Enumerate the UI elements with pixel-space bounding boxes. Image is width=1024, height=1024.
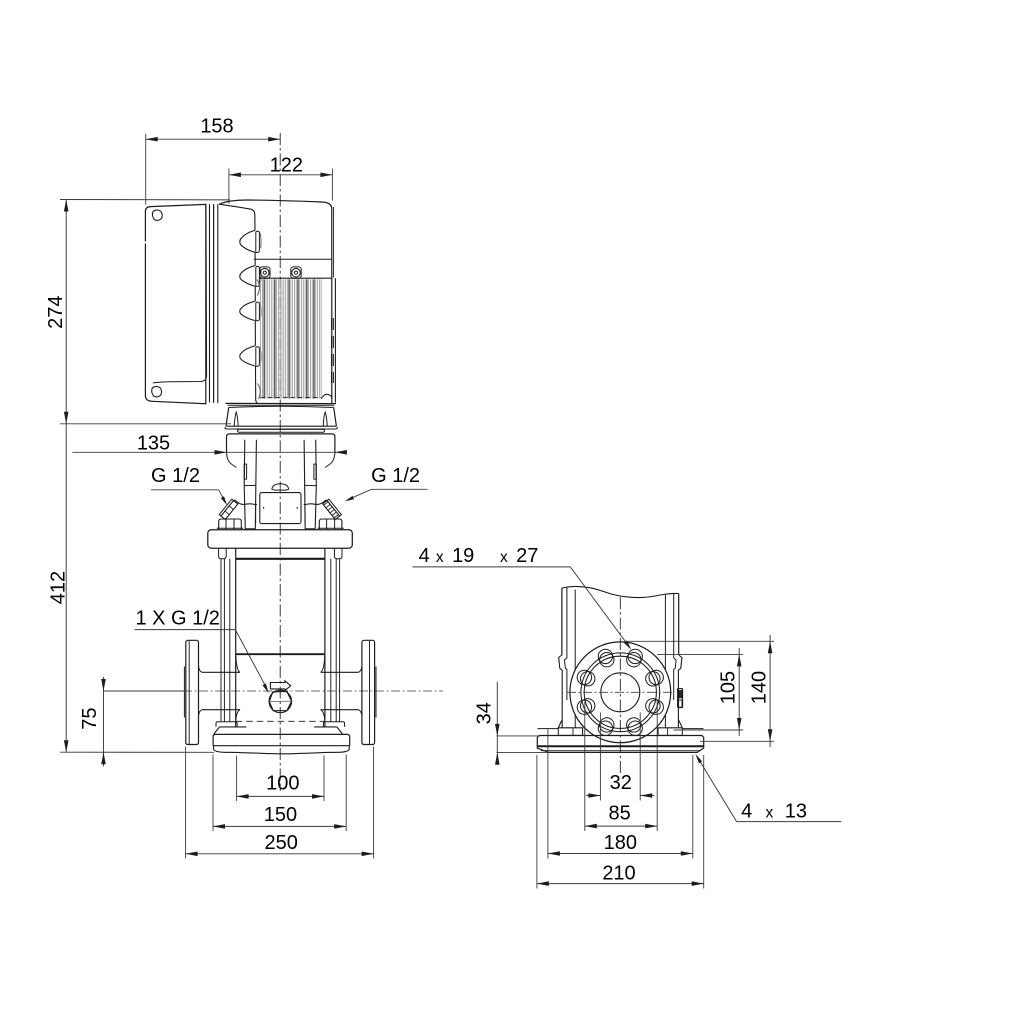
svg-text:1 X G 1/2: 1 X G 1/2 [135,608,220,630]
svg-text:105: 105 [718,671,740,704]
svg-text:140: 140 [748,671,770,704]
svg-text:135: 135 [137,432,170,454]
svg-text:13: 13 [785,801,807,823]
svg-text:27: 27 [516,545,538,567]
svg-text:4: 4 [741,801,752,823]
svg-text:G 1/2: G 1/2 [371,465,420,487]
svg-text:180: 180 [604,832,637,854]
svg-text:150: 150 [264,804,297,826]
svg-text:x: x [766,805,774,822]
svg-text:274: 274 [45,296,67,329]
svg-text:85: 85 [608,802,630,824]
svg-text:210: 210 [602,862,635,884]
svg-text:158: 158 [200,115,233,137]
svg-text:4: 4 [419,545,430,567]
svg-text:19: 19 [452,545,474,567]
svg-text:412: 412 [47,571,69,604]
svg-text:250: 250 [265,832,298,854]
svg-text:x: x [436,549,444,566]
svg-text:G 1/2: G 1/2 [151,465,200,487]
svg-text:x: x [500,549,508,566]
svg-text:34: 34 [474,702,496,724]
svg-text:100: 100 [266,772,299,794]
svg-text:75: 75 [79,707,101,729]
svg-text:122: 122 [270,154,303,176]
svg-text:32: 32 [610,772,632,794]
